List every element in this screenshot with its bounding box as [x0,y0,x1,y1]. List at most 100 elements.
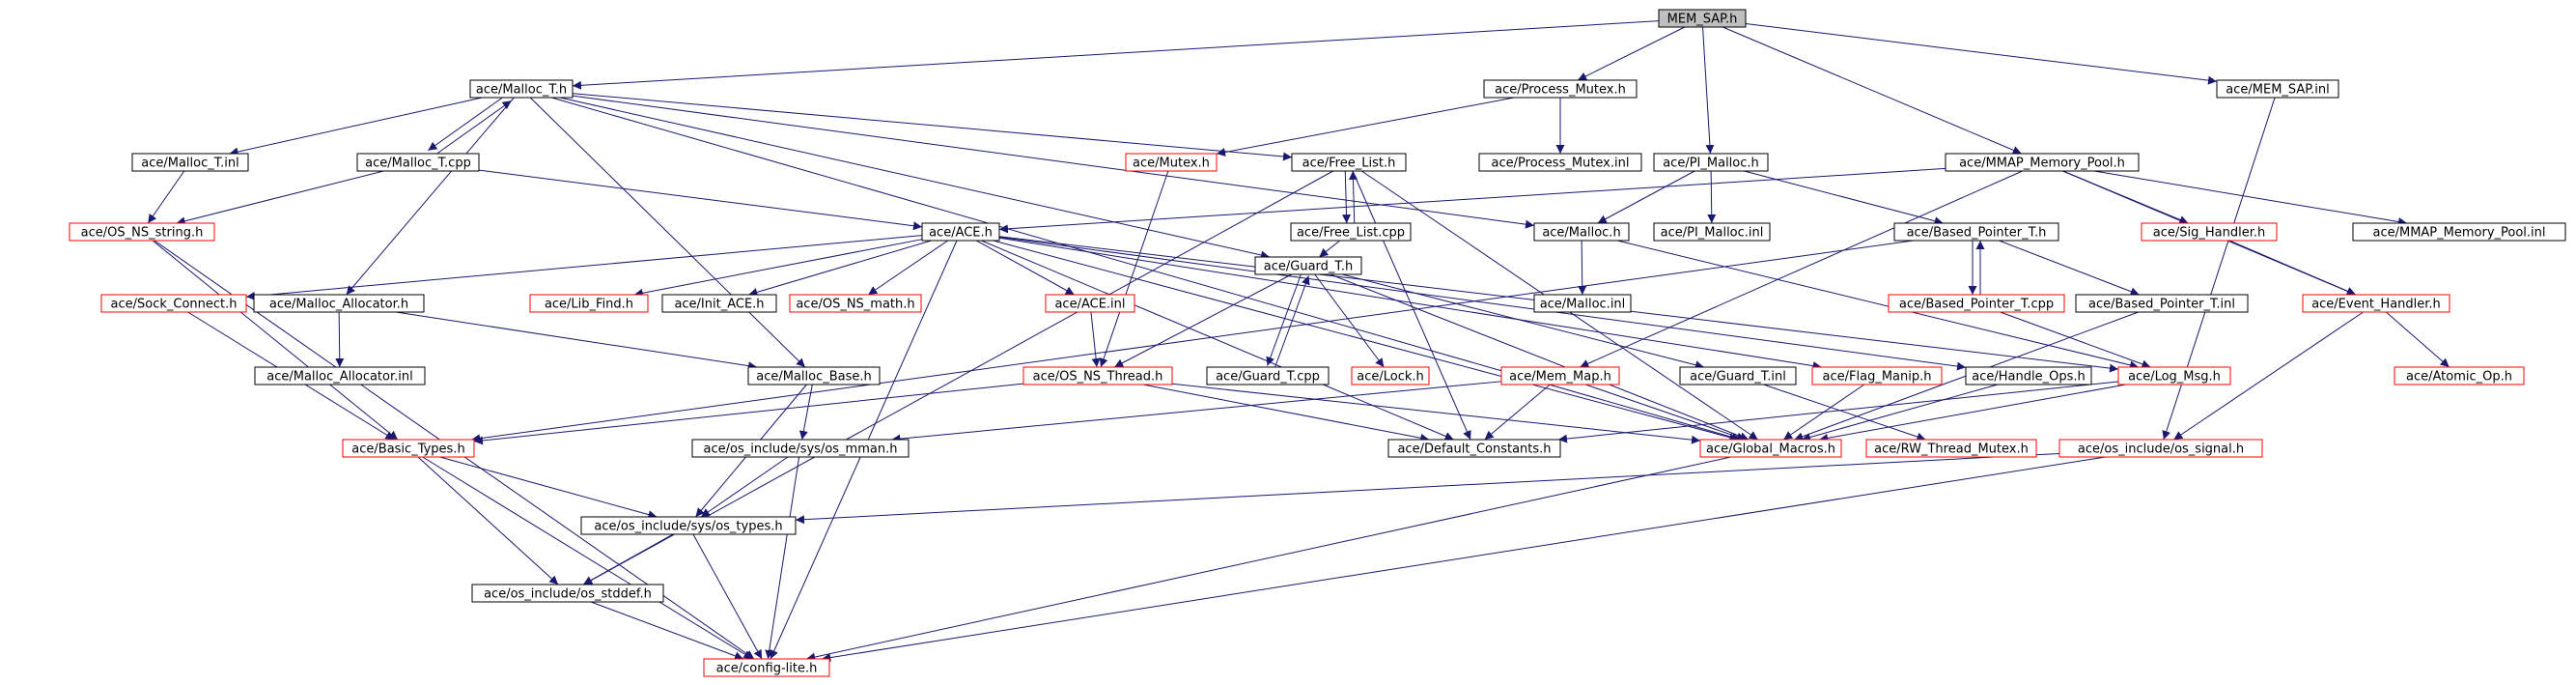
edge-mem_sap_h-to-pi_malloc_h [1702,26,1715,155]
node-ace_inl[interactable]: ace/ACE.inl [1045,294,1135,313]
node-process_mutex_inl[interactable]: ace/Process_Mutex.inl [1478,153,1642,172]
node-init_ace_h[interactable]: ace/Init_ACE.h [661,294,777,313]
node-label: ace/os_include/os_stddef.h [484,587,652,602]
node-label: ace/Default_Constants.h [1397,442,1551,457]
node-free_list_cpp[interactable]: ace/Free_List.cpp [1290,222,1412,242]
node-label: ace/Atomic_Op.h [2406,370,2512,385]
node-box [1533,294,1632,313]
node-event_handler_h[interactable]: ace/Event_Handler.h [2302,294,2450,313]
edge-mmap_memory_pool_h-to-mem_map_h [1580,170,2023,368]
edge-mmap_memory_pool_h-to-mmap_memory_pool_inl [2093,170,2408,226]
edge-malloc_t_inl-to-os_ns_string_h [147,170,185,224]
edge-guard_t_h-to-guard_t_cpp [1266,272,1302,366]
node-mutex_h[interactable]: ace/Mutex.h [1125,153,1218,172]
node-os_types_h[interactable]: ace/os_include/sys/os_types.h [580,516,797,535]
node-guard_t_cpp[interactable]: ace/Guard_T.cpp [1206,366,1330,385]
edge-ace_h-to-global_macros_h [993,240,1739,442]
node-label: MEM_SAP.h [1667,13,1738,27]
node-mmap_memory_pool_h[interactable]: ace/MMAP_Memory_Pool.h [1945,153,2140,172]
node-atomic_op_h[interactable]: ace/Atomic_Op.h [2394,366,2525,385]
node-based_pointer_t_inl[interactable]: ace/Based_Pointer_T.inl [2075,294,2249,313]
node-os_signal_h[interactable]: ace/os_include/os_signal.h [2058,439,2263,458]
node-config_lite_h[interactable]: ace/config-lite.h [703,658,830,677]
node-based_pointer_t_cpp[interactable]: ace/Based_Pointer_T.cpp [1888,294,2065,313]
node-pi_malloc_h[interactable]: ace/PI_Malloc.h [1653,153,1769,172]
node-box [2075,294,2249,313]
node-malloc_t_cpp[interactable]: ace/Malloc_T.cpp [356,153,480,172]
node-guard_t_h[interactable]: ace/Guard_T.h [1254,256,1362,275]
edge-based_pointer_t_h-to-based_pointer_t_inl [1999,240,2140,296]
node-guard_t_inl[interactable]: ace/Guard_T.inl [1679,366,1797,385]
edge-ace_h-to-default_constants_h [981,240,1454,441]
edge-os_signal_h-to-config_lite_h [822,456,2106,663]
node-label: ace/Sig_Handler.h [2153,226,2265,241]
node-label: ace/Log_Msg.h [2128,370,2221,385]
edge-based_pointer_t_cpp-to-log_msg_h [2000,311,2151,369]
node-pi_malloc_inl[interactable]: ace/PI_Malloc.inl [1653,222,1771,242]
node-basic_types_h[interactable]: ace/Basic_Types.h [342,439,475,458]
edge-free_list_h-to-default_constants_h [1352,170,1471,441]
node-malloc_t_inl[interactable]: ace/Malloc_T.inl [131,153,249,172]
edge-malloc_t_h-to-malloc_t_cpp [428,94,508,152]
node-free_list_h[interactable]: ace/Free_List.h [1291,153,1407,172]
node-malloc_allocator_h[interactable]: ace/Malloc_Allocator.h [253,294,425,313]
node-box [1206,366,1330,385]
node-box [1478,153,1642,172]
node-os_stddef_h[interactable]: ace/os_include/os_stddef.h [471,584,664,603]
node-malloc_h[interactable]: ace/Malloc.h [1533,222,1630,242]
node-label: ace/Process_Mutex.inl [1492,157,1630,171]
node-rw_thread_mutex_h[interactable]: ace/RW_Thread_Mutex.h [1865,439,2037,458]
node-box [529,294,649,313]
edge-malloc_t_cpp-to-ace_h [478,169,923,231]
node-label: ace/PI_Malloc.h [1663,157,1759,171]
edge-mmap_memory_pool_h-to-ace_h [998,167,1946,234]
node-lib_find_h[interactable]: ace/Lib_Find.h [529,294,649,313]
node-os_ns_math_h[interactable]: ace/OS_NS_math.h [789,294,922,313]
node-log_msg_h[interactable]: ace/Log_Msg.h [2117,366,2231,385]
edge-malloc_t_cpp-to-malloc_t_h [432,100,512,157]
edge-sig_handler_h-to-event_handler_h [2228,240,2357,296]
edge-guard_t_h-to-global_macros_h [1330,273,1750,441]
edge-malloc_t_h-to-free_list_h [572,93,1293,161]
node-sig_handler_h[interactable]: ace/Sig_Handler.h [2141,222,2278,242]
node-os_mman_h[interactable]: ace/os_include/sys/os_mman.h [691,439,910,458]
node-mem_sap_h[interactable]: MEM_SAP.h [1658,9,1747,28]
node-label: ace/MMAP_Memory_Pool.inl [2372,226,2545,241]
edge-os_stddef_h-to-config_lite_h [590,601,744,661]
node-global_macros_h[interactable]: ace/Global_Macros.h [1699,439,1842,458]
node-box [1699,439,1842,458]
node-box [1679,366,1797,385]
node-process_mutex_h[interactable]: ace/Process_Mutex.h [1483,79,1638,99]
node-ace_h[interactable]: ace/ACE.h [921,222,1000,242]
edge-malloc_allocator_h-to-malloc_base_h [395,311,758,371]
node-malloc_inl[interactable]: ace/Malloc.inl [1533,294,1632,313]
node-box [342,439,475,458]
node-box [2216,79,2339,99]
node-box [253,294,425,313]
edge-malloc_t_h-to-malloc_t_inl [229,97,483,157]
node-mem_map_h[interactable]: ace/Mem_Map.h [1500,366,1620,385]
node-malloc_allocator_inl[interactable]: ace/Malloc_Allocator.inl [254,366,426,385]
node-mem_sap_inl[interactable]: ace/MEM_SAP.inl [2216,79,2339,99]
node-lock_h[interactable]: ace/Lock.h [1351,366,1430,385]
node-sock_connect_h[interactable]: ace/Sock_Connect.h [100,294,247,313]
node-handle_ops_h[interactable]: ace/Handle_Ops.h [1965,366,2092,385]
node-based_pointer_t_h[interactable]: ace/Based_Pointer_T.h [1893,222,2059,242]
node-mmap_memory_pool_inl[interactable]: ace/MMAP_Memory_Pool.inl [2352,222,2566,242]
node-flag_manip_h[interactable]: ace/Flag_Manip.h [1811,366,1943,385]
node-label: ace/Malloc_Allocator.h [269,298,408,312]
node-box [1290,222,1412,242]
node-default_constants_h[interactable]: ace/Default_Constants.h [1387,439,1561,458]
node-box [131,153,249,172]
node-os_ns_thread_h[interactable]: ace/OS_NS_Thread.h [1022,366,1173,385]
edge-guard_t_h-to-guard_t_inl [1342,273,1704,370]
node-box [1022,366,1173,385]
node-os_ns_string_h[interactable]: ace/OS_NS_string.h [69,222,215,242]
edge-os_ns_string_h-to-basic_types_h [152,240,399,441]
node-malloc_t_h[interactable]: ace/Malloc_T.h [469,79,574,99]
node-label: ace/Mem_Map.h [1509,370,1611,385]
edge-basic_types_h-to-config_lite_h [422,456,753,660]
node-malloc_base_h[interactable]: ace/Malloc_Base.h [747,366,881,385]
node-label: ace/Guard_T.h [1264,260,1353,274]
